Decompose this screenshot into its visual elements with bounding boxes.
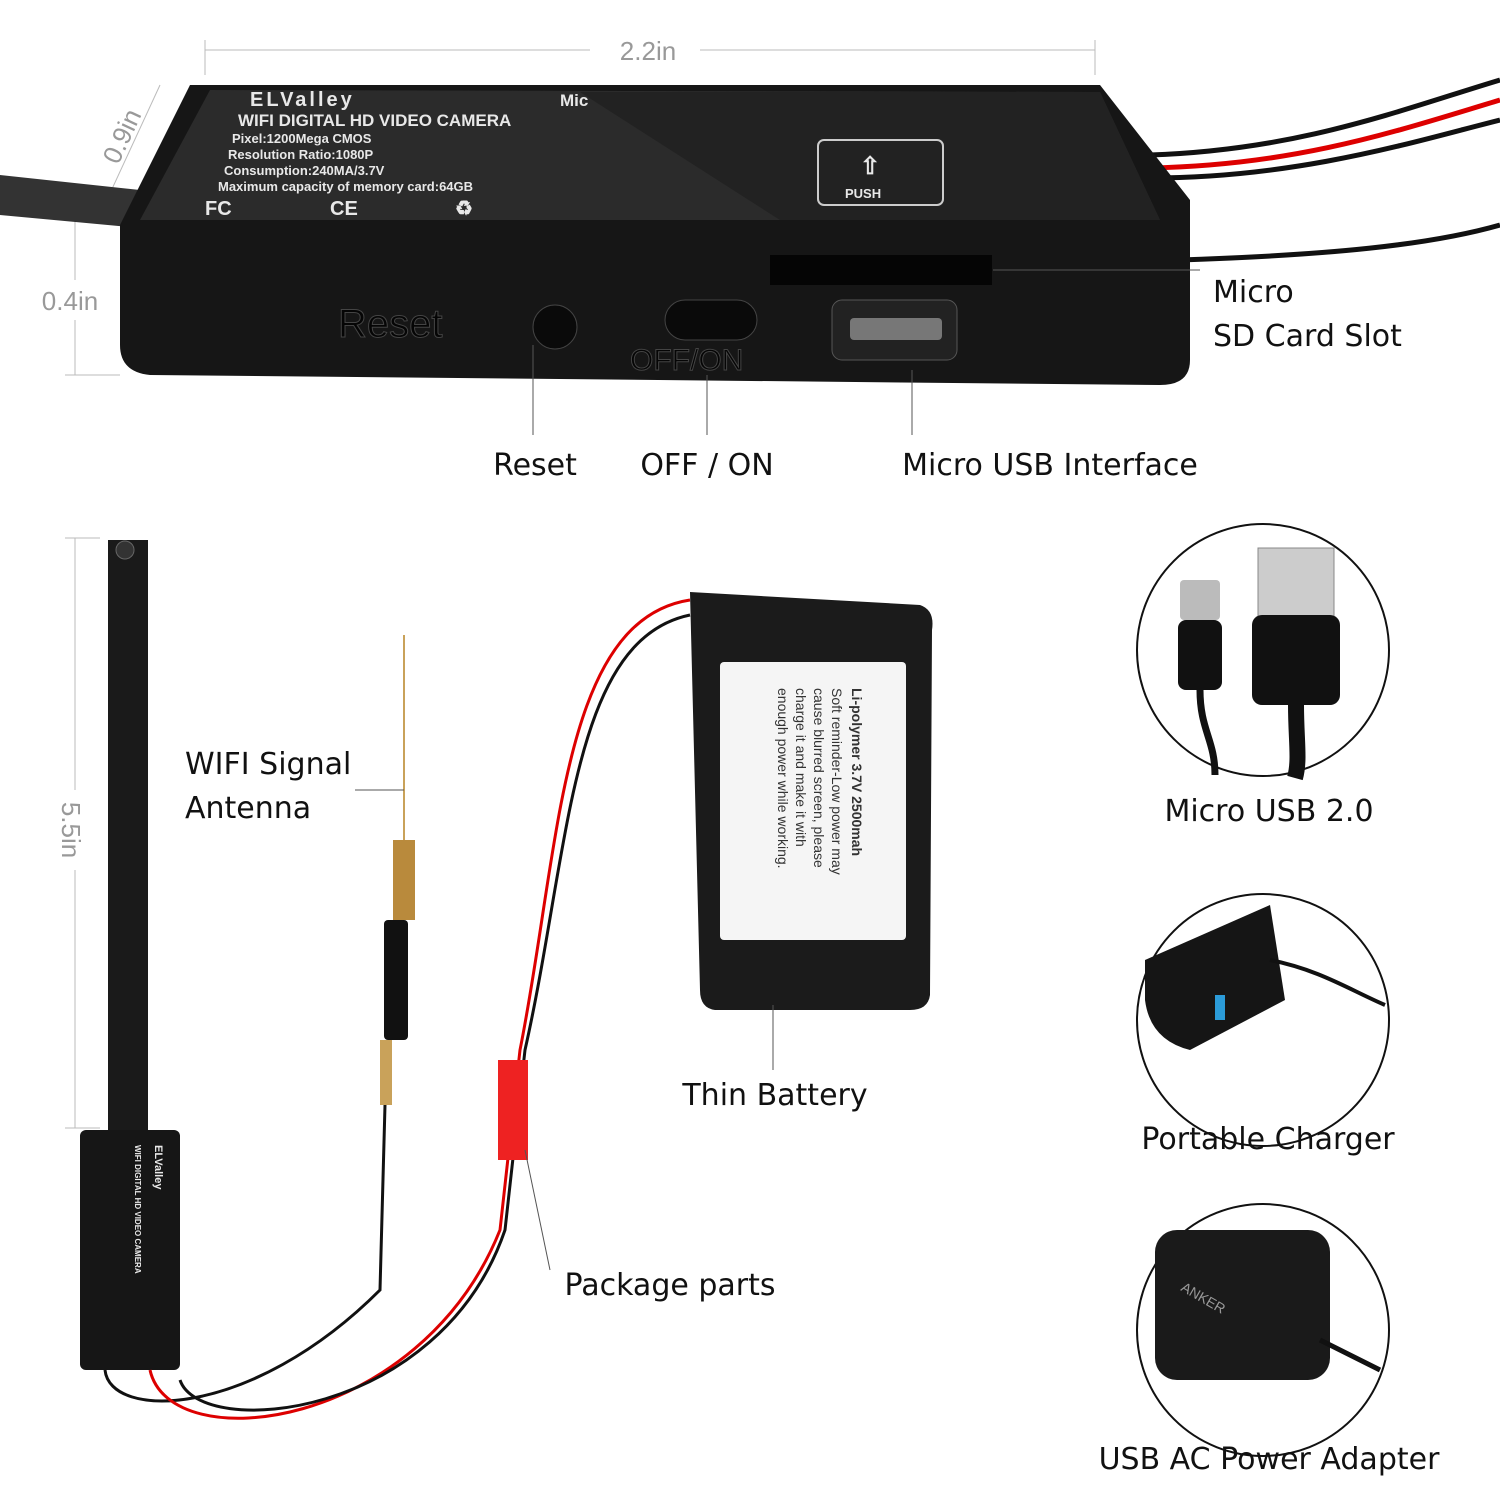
fcc-logo: FC [205,198,232,220]
accessory-portable-charger [1136,893,1390,1147]
length-dimension: 5.5in [56,537,100,1129]
camera-ribbon [108,540,148,1135]
spec-line: Pixel:1200Mega CMOS [232,131,372,146]
brand-text: ELValley [250,89,355,111]
length-label: 5.5in [56,802,86,858]
accessory-ac-adapter: ANKER [1136,1203,1390,1457]
off-on-label: OFF / ON [640,448,773,483]
battery: Li-polymer 3.7V 2500mah Soft reminder-Lo… [690,592,933,1010]
reset-engraving: Reset [338,302,443,346]
recycle-icon: ♻ [455,198,473,220]
usb-port [850,318,942,340]
camera-lens [115,540,135,560]
board-title: WIFI DIGITAL HD VIDEO CAMERA [133,1145,142,1274]
width-dimension: 2.2in [204,36,1096,75]
portable-charger-label: Portable Charger [1141,1122,1395,1157]
height-label: 0.4in [42,286,98,316]
height-dimension: 0.4in [42,214,120,376]
sd-slot-label: Micro [1213,275,1294,310]
battery-text: Li-polymer 3.7V 2500mah [849,688,865,856]
device-title: WIFI DIGITAL HD VIDEO CAMERA [238,111,511,130]
spec-line: Resolution Ratio:1080P [228,147,374,162]
battery-text: cause blurred screen, please [811,688,827,868]
board-brand: ELValley [152,1145,164,1190]
camera-module: ELValley Mic WIFI DIGITAL HD VIDEO CAMER… [120,85,1190,385]
ac-adapter-label: USB AC Power Adapter [1099,1442,1441,1477]
spec-line: Maximum capacity of memory card:64GB [218,179,473,194]
battery-text: charge it and make it with [793,688,809,847]
wifi-antenna [380,635,415,1105]
antenna-label: Antenna [185,791,311,826]
sd-slot [770,255,992,285]
antenna-label: WIFI Signal [185,747,351,782]
battery-label [720,662,906,940]
battery-callout: Thin Battery [681,1078,867,1113]
sd-slot-label: SD Card Slot [1213,319,1402,354]
reset-label: Reset [493,448,577,483]
battery-text: enough power while working. [775,688,791,869]
spec-line: Consumption:240MA/3.7V [224,163,385,178]
reset-button [532,304,578,350]
ce-logo: CE [330,198,358,220]
push-text: PUSH [845,186,881,201]
sd-card-icon [817,139,944,206]
mic-text: Mic [560,91,588,110]
accessory-micro-usb [1136,523,1390,781]
micro-usb-label: Micro USB 2.0 [1164,794,1373,829]
package-callout: Package parts [564,1268,775,1303]
depth-label: 0.9in [96,104,147,168]
battery-text: Soft reminder-Low power may [829,688,845,875]
camera-board [80,1130,180,1370]
battery-connector [498,1060,528,1160]
power-switch [664,299,758,341]
width-label: 2.2in [620,36,676,66]
switch-engraving: OFF/ON [630,344,743,377]
usb-label: Micro USB Interface [902,448,1198,483]
arrow-up-icon: ⇧ [860,153,880,180]
